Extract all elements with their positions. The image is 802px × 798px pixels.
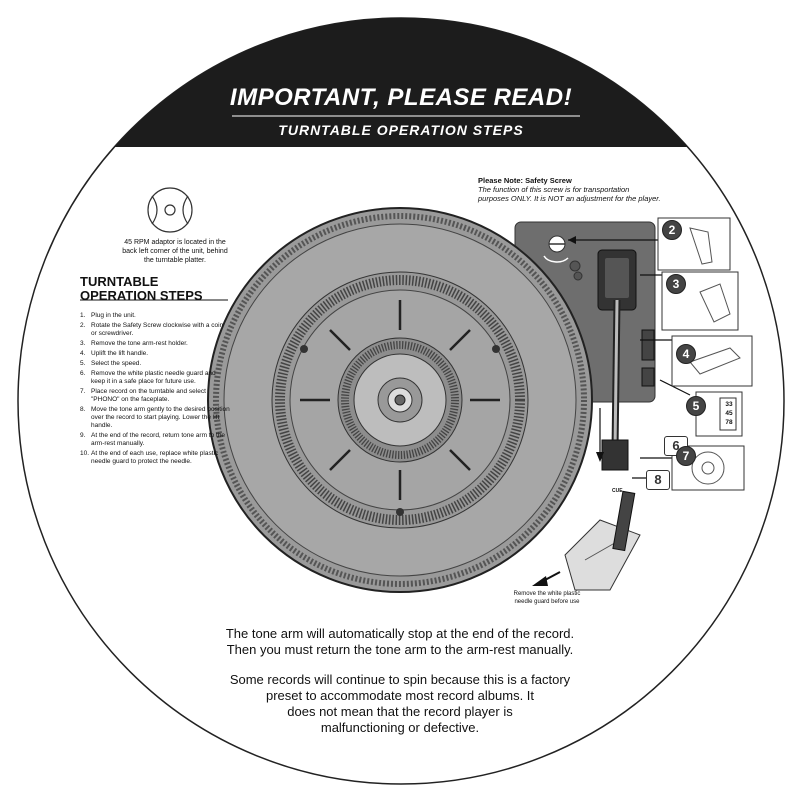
rotate-arrow-icon [543, 255, 569, 263]
steps-panel: TURNTABLE OPERATION STEPS 1.Plug in the … [80, 275, 230, 468]
bottom-p2-line2: preset to accommodate most record albums… [265, 688, 535, 703]
bottom-p2-line3: does not mean that the record player is [287, 704, 513, 719]
bottom-paragraph-2: Some records will continue to spin becau… [150, 672, 650, 736]
platter-spokes [300, 300, 500, 500]
45-rpm-adaptor-icon [147, 187, 193, 233]
step-item: 6.Remove the white plastic needle guard … [80, 370, 216, 385]
steps-heading-1: TURNTABLE [80, 274, 159, 289]
safety-note-line2: purposes ONLY. It is NOT an adjustment f… [478, 194, 661, 203]
adaptor-note-line2: back left corner of the unit, behind [122, 248, 228, 255]
callout-7: 7 [676, 446, 696, 466]
headshell [601, 439, 629, 471]
banner-title: IMPORTANT, PLEASE READ! [229, 84, 573, 111]
needle-note-line2: needle guard before use [514, 599, 580, 605]
step-item: 4.Uplift the lift handle. [80, 350, 149, 357]
bottom-p2-line4: malfunctioning or defective. [320, 720, 480, 735]
cue-label: CUE [612, 488, 623, 494]
bottom-paragraph-1: The tone arm will automatically stop at … [150, 626, 650, 658]
step-item: 10.At the end of each use, replace white… [80, 450, 219, 465]
adaptor-note-line3: the turntable platter. [144, 257, 206, 264]
step-item: 3.Remove the tone arm-rest holder. [80, 340, 188, 347]
callout-8: 8 [646, 470, 670, 490]
cartridge-illustration [532, 490, 641, 591]
spindle [394, 394, 406, 406]
bottom-p2-line1: Some records will continue to spin becau… [229, 672, 571, 687]
callout-5: 5 [686, 396, 706, 416]
needle-note-line1: Remove the white plastic [513, 591, 581, 597]
safety-note-heading: Please Note: Safety Screw [478, 176, 572, 185]
step-item: 9.At the end of the record, return tone … [80, 432, 226, 447]
speed-33: 33 [725, 401, 733, 408]
step-item: 2.Rotate the Safety Screw clockwise with… [80, 322, 224, 337]
step-item: 8.Move the tone arm gently to the desire… [80, 406, 230, 429]
bottom-p1-line1: The tone arm will automatically stop at … [225, 626, 575, 641]
speed-selector: 33 45 78 [722, 400, 736, 427]
step-item: 5.Select the speed. [80, 360, 142, 367]
callout-3: 3 [666, 274, 686, 294]
bottom-p1-line2: Then you must return the tone arm to the… [226, 642, 574, 657]
needle-note: Remove the white plastic needle guard be… [492, 590, 602, 606]
banner-subtitle: TURNTABLE OPERATION STEPS [278, 122, 524, 138]
steps-heading-2: OPERATION STEPS [80, 288, 203, 303]
step-item: 1.Plug in the unit. [80, 312, 136, 319]
steps-list: 1.Plug in the unit. 2.Rotate the Safety … [80, 312, 230, 466]
speed-45: 45 [725, 410, 733, 417]
adaptor-note: 45 RPM adaptor is located in the back le… [110, 238, 240, 265]
safety-note-line1: The function of this screw is for transp… [478, 185, 630, 194]
callout-2: 2 [662, 220, 682, 240]
adaptor-note-line1: 45 RPM adaptor is located in the [124, 239, 226, 246]
callout-4: 4 [676, 344, 696, 364]
speed-78: 78 [725, 419, 733, 426]
step-item: 7.Place record on the turntable and sele… [80, 388, 206, 403]
safety-note: Please Note: Safety Screw The function o… [478, 176, 718, 203]
